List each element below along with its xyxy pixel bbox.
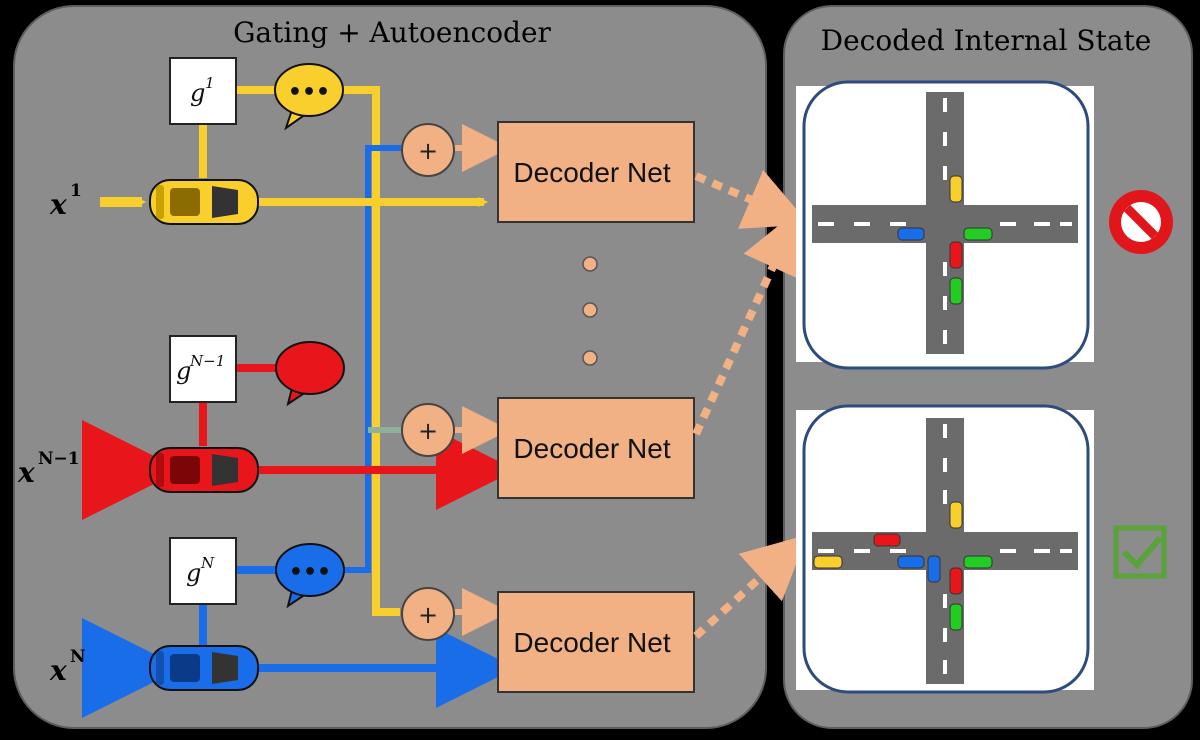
gate-box-1: g 1 [169, 57, 237, 125]
speech-bubble-red [275, 341, 345, 407]
svg-text:N−1: N−1 [189, 352, 225, 370]
svg-text:1: 1 [70, 181, 82, 201]
svg-text:Decoder Net: Decoder Net [513, 157, 670, 188]
svg-text:x: x [49, 654, 67, 687]
car-blue [149, 645, 259, 691]
svg-text:x: x [17, 456, 35, 489]
mini-car-yellow [949, 175, 963, 203]
svg-text:g: g [176, 357, 191, 385]
decoder1-to-state-arrow [694, 169, 810, 229]
speech-bubble-yellow: ••• [274, 63, 344, 131]
speech-bubble-blue: ••• [275, 543, 345, 609]
mini-car-green-2 [949, 277, 963, 305]
input-label-n-minus-1: x N−1 [17, 449, 80, 489]
decoder-net-n: Decoder Net [497, 591, 695, 693]
adder-3: + [401, 587, 455, 641]
svg-text:•••: ••• [288, 80, 330, 105]
left-panel-title: Gating + Autoencoder [233, 16, 551, 49]
checkmark-icon [1113, 525, 1167, 579]
svg-text:N−1: N−1 [38, 449, 80, 469]
svg-text:Decoder Net: Decoder Net [513, 627, 670, 658]
car-yellow [149, 179, 259, 225]
svg-text:•••: ••• [289, 560, 331, 585]
car-red [149, 447, 259, 493]
mini-car-green [963, 227, 993, 241]
adder-2: + [401, 403, 455, 457]
svg-text:g: g [190, 79, 205, 107]
ellipsis-dot-3 [582, 350, 598, 366]
adder-1: + [401, 123, 455, 177]
svg-text:+: + [418, 417, 438, 445]
input-label-n: x N [49, 647, 86, 687]
svg-text:g: g [186, 559, 201, 587]
decoded-state-1 [796, 80, 1094, 370]
svg-text:N: N [70, 647, 86, 667]
blue-bus-wire [342, 145, 402, 573]
ellipsis-dot-1 [582, 256, 598, 272]
no-entry-icon [1109, 190, 1173, 254]
svg-text:+: + [418, 137, 438, 165]
decoder-net-n-minus-1: Decoder Net [497, 397, 695, 499]
input-label-1: x 1 [49, 181, 82, 221]
svg-text:x: x [49, 188, 67, 221]
ellipsis-dot-2 [582, 302, 598, 318]
svg-text:Decoder Net: Decoder Net [513, 433, 670, 464]
gate-box-n: g N [169, 537, 237, 605]
decoder-net-1: Decoder Net [497, 121, 695, 223]
svg-text:+: + [418, 601, 438, 629]
mini-car-blue [897, 227, 925, 241]
svg-text:1: 1 [205, 74, 215, 92]
decoder3-to-state-arrow [693, 534, 808, 639]
gate-box-n-minus-1: g N−1 [169, 335, 237, 403]
right-panel-title: Decoded Internal State [821, 24, 1152, 57]
svg-text:N: N [200, 554, 215, 572]
decoded-state-2 [796, 404, 1094, 694]
mini-car-red [949, 241, 963, 269]
